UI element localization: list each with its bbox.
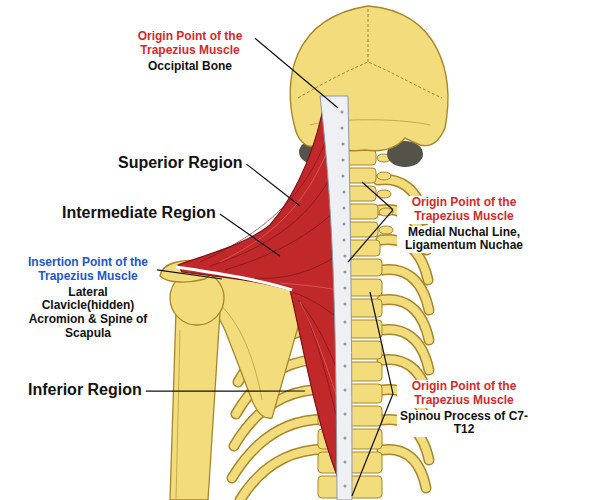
leader-line — [246, 164, 300, 206]
origin-site: Occipital Bone — [129, 60, 251, 74]
region-label: Intermediate Region — [62, 204, 216, 222]
leader-line — [370, 292, 393, 394]
insertion-heading: Insertion Point of the Trapezius Muscle — [23, 256, 153, 284]
region-label: Superior Region — [118, 154, 242, 172]
humerus — [170, 271, 224, 500]
leader-line — [255, 38, 338, 108]
leader-line — [348, 210, 393, 262]
origin-heading: Origin Point of the Trapezius Muscle — [129, 30, 251, 58]
origin-site: Medial Nuchal Line, Ligamentum Nuchae — [397, 226, 531, 254]
origin-heading: Origin Point of the Trapezius Muscle — [397, 196, 531, 224]
leader-line — [352, 394, 393, 496]
region-label: Inferior Region — [28, 381, 142, 399]
leader-line — [157, 270, 222, 279]
leader-line — [146, 390, 305, 391]
ligamentum-nuchae — [320, 96, 352, 500]
origin-site: Spinou Process of C7-T12 — [397, 410, 531, 438]
insertion-site: Lateral Clavicle(hidden) Acromion & Spin… — [23, 286, 153, 341]
leader-line — [220, 214, 280, 256]
leader-line — [362, 182, 393, 210]
origin-heading: Origin Point of the Trapezius Muscle — [397, 380, 531, 408]
